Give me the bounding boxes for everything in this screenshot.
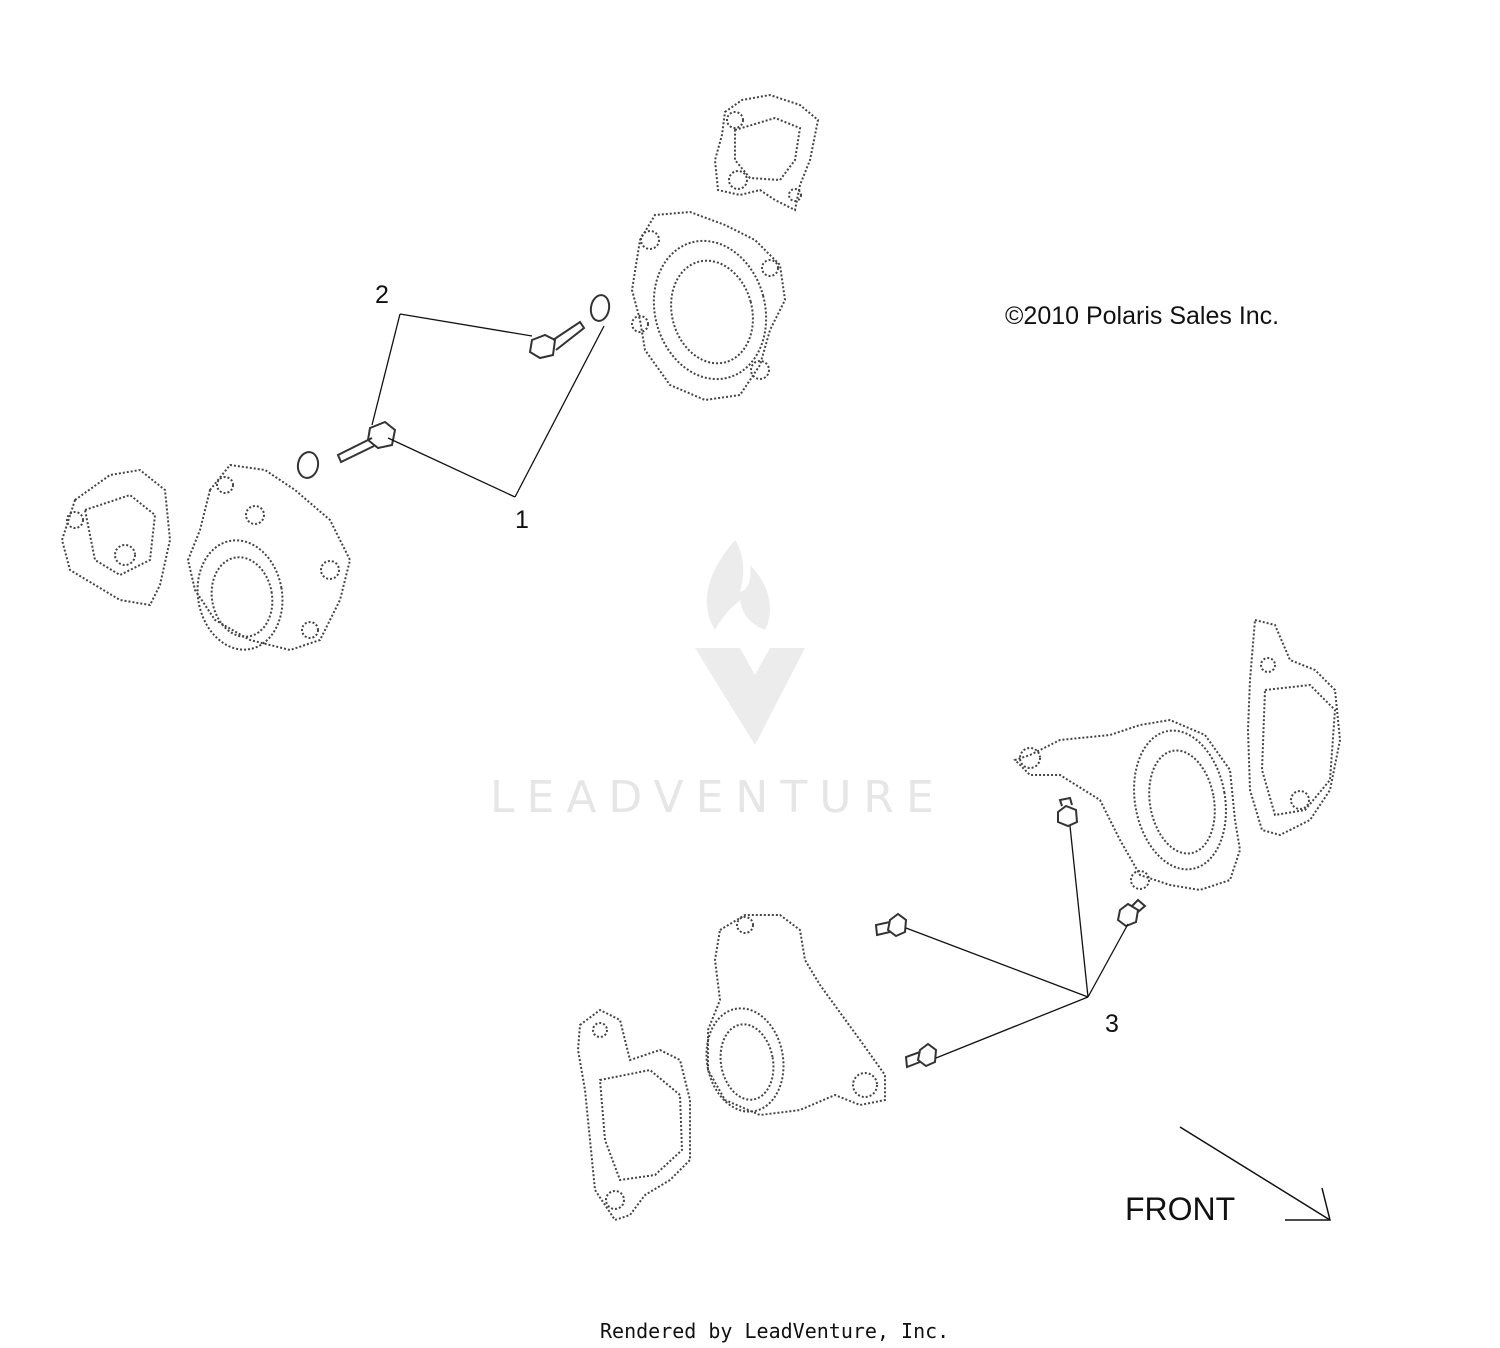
- front-caliper-left: [576, 1008, 691, 1222]
- footer-credit: Rendered by LeadVenture, Inc.: [600, 1319, 949, 1343]
- leader-3-to-bolt-top: [1069, 825, 1089, 998]
- front-arrow-icon: [1179, 1126, 1331, 1221]
- bolt-3-right: [1116, 898, 1147, 928]
- leader-2-to-bolt-upper: [399, 313, 533, 337]
- leader-1-to-bolt-lower: [387, 437, 516, 498]
- leader-3-to-bolt-bottom: [935, 996, 1089, 1059]
- washer-lower: [296, 451, 320, 479]
- rear-caliper-lower: [60, 468, 172, 607]
- callout-2: 2: [375, 281, 389, 309]
- watermark-text: LEADVENTURE: [490, 772, 946, 823]
- front-label: FRONT: [1125, 1191, 1235, 1227]
- bolt-upper: [528, 320, 586, 360]
- callout-3: 3: [1105, 1010, 1119, 1038]
- bolt-3-left: [874, 912, 908, 938]
- hub-housing-upper: [630, 210, 787, 402]
- leader-2-to-bolt-lower: [371, 313, 401, 426]
- bolt-3-bottom: [904, 1042, 938, 1069]
- rear-caliper-upper: [713, 93, 820, 212]
- leader-3-to-bolt-right: [1087, 923, 1129, 998]
- bolt-lower: [336, 420, 397, 464]
- bolt-3-top: [1057, 796, 1079, 828]
- steering-knuckle-right: [1013, 718, 1242, 892]
- leader-3-to-bolt-left: [905, 927, 1089, 998]
- callout-1: 1: [515, 506, 529, 534]
- front-caliper-right: [1246, 618, 1342, 837]
- copyright-text: ©2010 Polaris Sales Inc.: [1005, 302, 1279, 330]
- hub-housing-lower: [186, 463, 352, 652]
- washer-upper: [589, 294, 611, 322]
- leadventure-watermark-logo: [695, 540, 805, 745]
- steering-knuckle-left: [705, 914, 886, 1117]
- leader-1-to-washer-upper: [514, 325, 605, 498]
